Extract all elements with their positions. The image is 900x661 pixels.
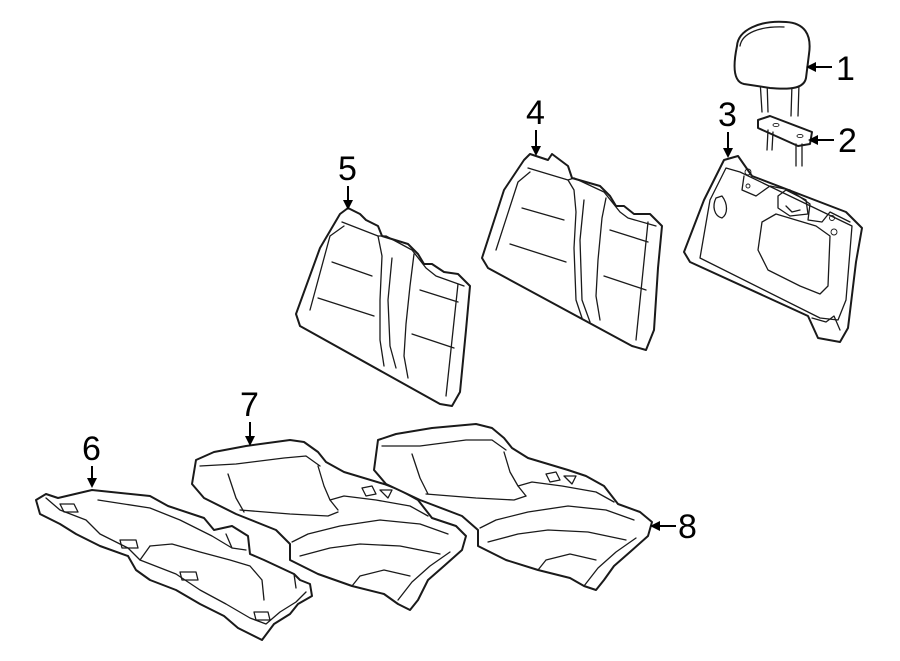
callout-5: 5 [338,150,357,210]
callout-7: 7 [240,386,259,446]
callout-label-6: 6 [82,430,101,468]
part-6-cushion-frame [35,489,313,641]
part-8-cushion-cover [373,423,653,591]
callout-1: 1 [806,50,855,88]
callout-label-3: 3 [718,96,737,134]
part-4-seatback-cover [481,153,663,351]
callout-label-1: 1 [836,50,855,88]
callout-3: 3 [718,96,737,158]
callout-8: 8 [650,508,697,546]
part-5-seatback-cover [295,207,471,407]
part-1-headrest [733,20,811,117]
part-3-seatback-frame [683,155,863,343]
part-7-cushion-cover [191,439,467,611]
callout-label-5: 5 [338,150,357,188]
callout-label-7: 7 [240,386,259,424]
callout-2: 2 [808,122,857,160]
callout-6: 6 [82,430,101,488]
callout-label-4: 4 [526,94,545,132]
callout-label-2: 2 [838,122,857,160]
part-2-guide [757,115,813,167]
callout-4: 4 [526,94,545,156]
callout-label-8: 8 [678,508,697,546]
